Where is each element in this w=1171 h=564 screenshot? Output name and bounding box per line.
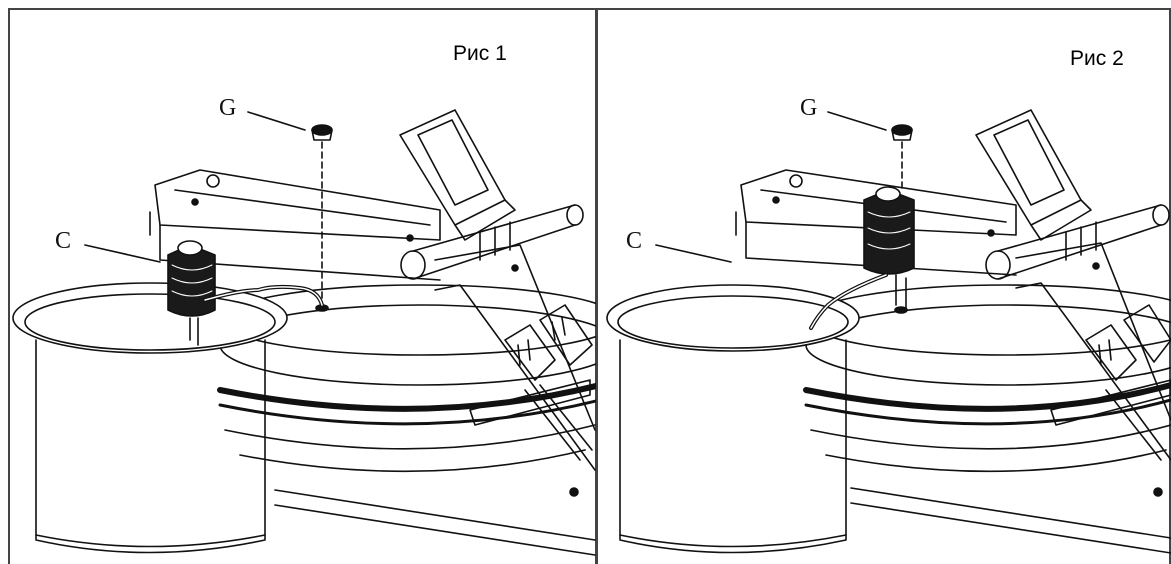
panel-figure-2: Рис 2 G C	[596, 0, 1171, 564]
callout-label-c: C	[55, 228, 72, 254]
water-tank	[803, 284, 1171, 473]
illustration-figure-2	[596, 8, 1171, 564]
plug-cap-g	[891, 124, 913, 191]
leader-line-c	[84, 244, 161, 263]
panel-figure-1: Рис 1 G C	[8, 8, 596, 564]
seat-rail	[274, 244, 596, 556]
figure-caption: Рис 2	[1070, 47, 1124, 70]
siphon-hose-highlight	[810, 274, 887, 329]
bucket	[12, 282, 288, 554]
water-tank	[217, 284, 596, 473]
plug-cap-g	[311, 124, 333, 312]
leader-line-c	[655, 244, 732, 263]
seat-rail	[850, 242, 1171, 554]
bucket	[606, 284, 860, 554]
siphon-pump-c	[167, 240, 324, 346]
machine-frame	[149, 169, 441, 281]
panel-border	[596, 8, 1171, 564]
console-display	[975, 109, 1092, 241]
siphon-pump-c	[863, 186, 915, 314]
handle-bar	[985, 204, 1170, 280]
figure-caption: Рис 1	[453, 42, 507, 65]
leader-line-g	[827, 111, 887, 131]
callout-label-g: G	[800, 95, 818, 121]
illustration-figure-1	[8, 8, 596, 564]
console-display	[399, 109, 516, 241]
callout-label-g: G	[219, 95, 237, 121]
leader-line-g	[247, 111, 306, 131]
callout-label-c: C	[626, 228, 643, 254]
panel-border	[8, 8, 596, 564]
handle-bar	[400, 204, 584, 280]
